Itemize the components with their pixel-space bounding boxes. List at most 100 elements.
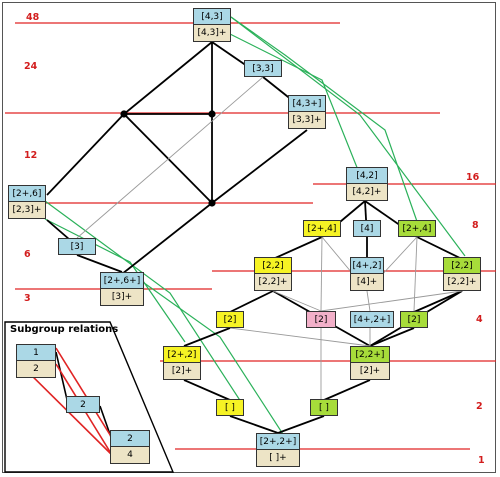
subgroup-edge-18	[229, 290, 274, 313]
rotation-subgroup-label: [4,2]+	[346, 184, 388, 201]
group-label: [2+,2+]	[256, 433, 300, 450]
group-label: [2]	[306, 311, 336, 328]
order-label-4: 4	[476, 314, 483, 325]
green-relation-line-0	[230, 16, 466, 257]
legend-edge-index-2	[55, 351, 69, 405]
group-node-3: [3]	[58, 238, 96, 255]
group-node-empty-yellow: [ ]	[216, 399, 244, 416]
subgroup-edge-15	[272, 236, 323, 260]
lattice-junction-dot-0	[120, 110, 128, 118]
subgroup-edge-21	[369, 327, 415, 347]
rotation-subgroup-label: [3,3]+	[288, 112, 326, 129]
lattice-junction-dot-1	[208, 110, 216, 118]
group-node-2-green: [2]	[400, 311, 428, 328]
subgroup-edge-20	[413, 290, 463, 313]
order-label-48: 48	[26, 12, 40, 23]
index-three-edge-0	[76, 76, 264, 239]
group-label: [ ]	[310, 399, 338, 416]
rotation-subgroup-label: [4]+	[350, 274, 384, 291]
subgroup-edge-16	[416, 236, 463, 260]
legend-bottom-label: 2	[16, 361, 56, 378]
group-node-2plus-6plus: [2+,6+] [3]+	[100, 272, 144, 306]
green-relation-line-1	[230, 16, 421, 231]
group-label: [4+,2]	[350, 257, 384, 274]
group-label: [3]	[58, 238, 96, 255]
subgroup-edge-25	[277, 415, 325, 434]
legend-bottom-label: 4	[110, 447, 150, 464]
order-label-6: 6	[24, 249, 31, 260]
group-label: [3,3]	[244, 60, 282, 77]
order-label-2: 2	[476, 401, 483, 412]
order-label-3: 3	[24, 293, 31, 304]
group-label: [2]	[400, 311, 428, 328]
order-label-16: 16	[466, 172, 480, 183]
order-label-8: 8	[472, 220, 479, 231]
group-node-2-yellow: [2]	[216, 311, 244, 328]
legend-node-2: 2	[66, 396, 100, 413]
green-relation-line-4	[44, 218, 186, 343]
green-relation-line-3	[44, 200, 244, 406]
group-label: [ ]	[216, 399, 244, 416]
legend-top-label: 2	[66, 396, 100, 413]
index-three-edge-10	[229, 327, 371, 347]
group-label: [2+,4]	[303, 220, 341, 237]
subgroup-edge-8	[211, 129, 308, 204]
index-three-edge-8	[272, 290, 322, 312]
subgroup-edge-11	[76, 254, 123, 273]
group-label: [2+,4]	[398, 220, 436, 237]
group-node-4-3plus: [4,3+] [3,3]+	[288, 95, 326, 129]
lattice-junction-dot-2	[208, 199, 216, 207]
order-label-24: 24	[24, 61, 38, 72]
rotation-subgroup-label: [4,3]+	[193, 25, 231, 42]
legend-node-1: 1 2	[16, 344, 56, 378]
green-relation-line-5	[139, 279, 291, 446]
group-label: [4,3+]	[288, 95, 326, 112]
order-label-1: 1	[478, 455, 485, 466]
group-node-4plus-2: [4+,2] [4]+	[350, 257, 384, 291]
group-node-2plus-2plus: [2+,2+] [ ]+	[256, 433, 300, 467]
group-node-2plus-4-green: [2+,4]	[398, 220, 436, 237]
group-label: [2+,2]	[163, 346, 201, 363]
subgroup-edge-0	[123, 41, 213, 115]
group-node-2-2-green: [2,2] [2,2]+	[443, 257, 481, 291]
legend-red-relation-0	[55, 347, 113, 439]
group-label: [4]	[353, 220, 381, 237]
green-relation-line-2	[229, 33, 359, 171]
group-node-4-2: [4,2] [4,2]+	[346, 167, 388, 201]
group-node-2-pink: [2]	[306, 311, 336, 328]
group-node-2plus-2: [2+,2] [2]+	[163, 346, 201, 380]
subgroup-edge-9	[121, 202, 213, 275]
index-three-edge-4	[413, 236, 418, 312]
diagram-border	[2, 2, 496, 473]
group-node-2plus-6: [2+,6] [2,3]+	[8, 185, 46, 219]
subgroup-edge-5	[46, 113, 125, 196]
rotation-subgroup-label: [2]+	[350, 363, 390, 380]
group-label: [2+,6]	[8, 185, 46, 202]
legend-title: Subgroup relations	[10, 324, 119, 335]
group-node-2-2-yellow: [2,2] [2,2]+	[254, 257, 292, 291]
index-three-edge-3	[320, 236, 323, 312]
rotation-subgroup-label: [3]+	[100, 289, 144, 306]
subgroup-edge-24	[323, 379, 371, 401]
group-label: [2,2+]	[350, 346, 390, 363]
group-label: [4+,2+]	[350, 311, 394, 328]
group-label: [2,2]	[443, 257, 481, 274]
legend-top-label: 1	[16, 344, 56, 361]
rotation-subgroup-label: [2]+	[163, 363, 201, 380]
group-node-4-3: [4,3] [4,3]+	[193, 8, 231, 42]
index-three-edge-9	[320, 290, 463, 312]
group-node-2plus-4-yellow: [2+,4]	[303, 220, 341, 237]
subgroup-edge-19	[183, 327, 231, 347]
legend-top-label: 2	[110, 430, 150, 447]
subgroup-edge-6	[123, 113, 213, 204]
subgroup-edge-22	[183, 379, 231, 401]
order-label-12: 12	[24, 150, 38, 161]
group-label: [2]	[216, 311, 244, 328]
group-node-3-3: [3,3]	[244, 60, 282, 77]
legend-node-3: 2 4	[110, 430, 150, 464]
group-label: [4,3]	[193, 8, 231, 25]
group-node-4: [4]	[353, 220, 381, 237]
index-three-edge-5	[366, 290, 371, 312]
rotation-subgroup-label: [2,2]+	[254, 274, 292, 291]
